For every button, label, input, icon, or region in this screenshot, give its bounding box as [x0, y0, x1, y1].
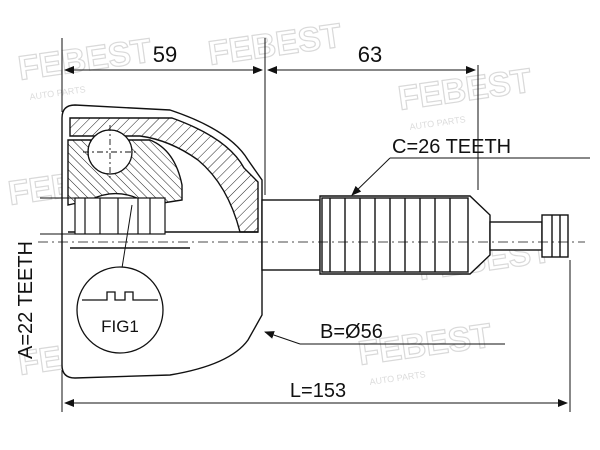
watermark-tagline: AUTO PARTS: [29, 84, 86, 102]
fig1-detail: [76, 266, 164, 354]
c-teeth-leader: [351, 157, 590, 196]
a-teeth-label: A=22 TEETH: [15, 241, 37, 359]
fig1-label: FIG1: [101, 317, 139, 336]
inner-spline: [40, 197, 166, 269]
top-dimensions: [61, 38, 479, 195]
watermark-brand: FEBEST: [16, 32, 154, 88]
watermark-brand: FEBEST: [206, 17, 344, 73]
dimension-63: 63: [358, 42, 382, 67]
b-diameter-leader: [264, 331, 505, 345]
axle-shaft: [261, 195, 569, 275]
watermark-tagline: AUTO PARTS: [369, 369, 426, 387]
ball-bearing: [83, 125, 137, 180]
total-length-dimension: [61, 260, 571, 412]
total-length-label: L=153: [290, 380, 346, 402]
c-teeth-label: C=26 TEETH: [392, 136, 511, 158]
b-diameter-label: B=Ø56: [320, 321, 383, 343]
watermark-tagline: AUTO PARTS: [409, 114, 466, 132]
dimension-59: 59: [153, 42, 177, 67]
